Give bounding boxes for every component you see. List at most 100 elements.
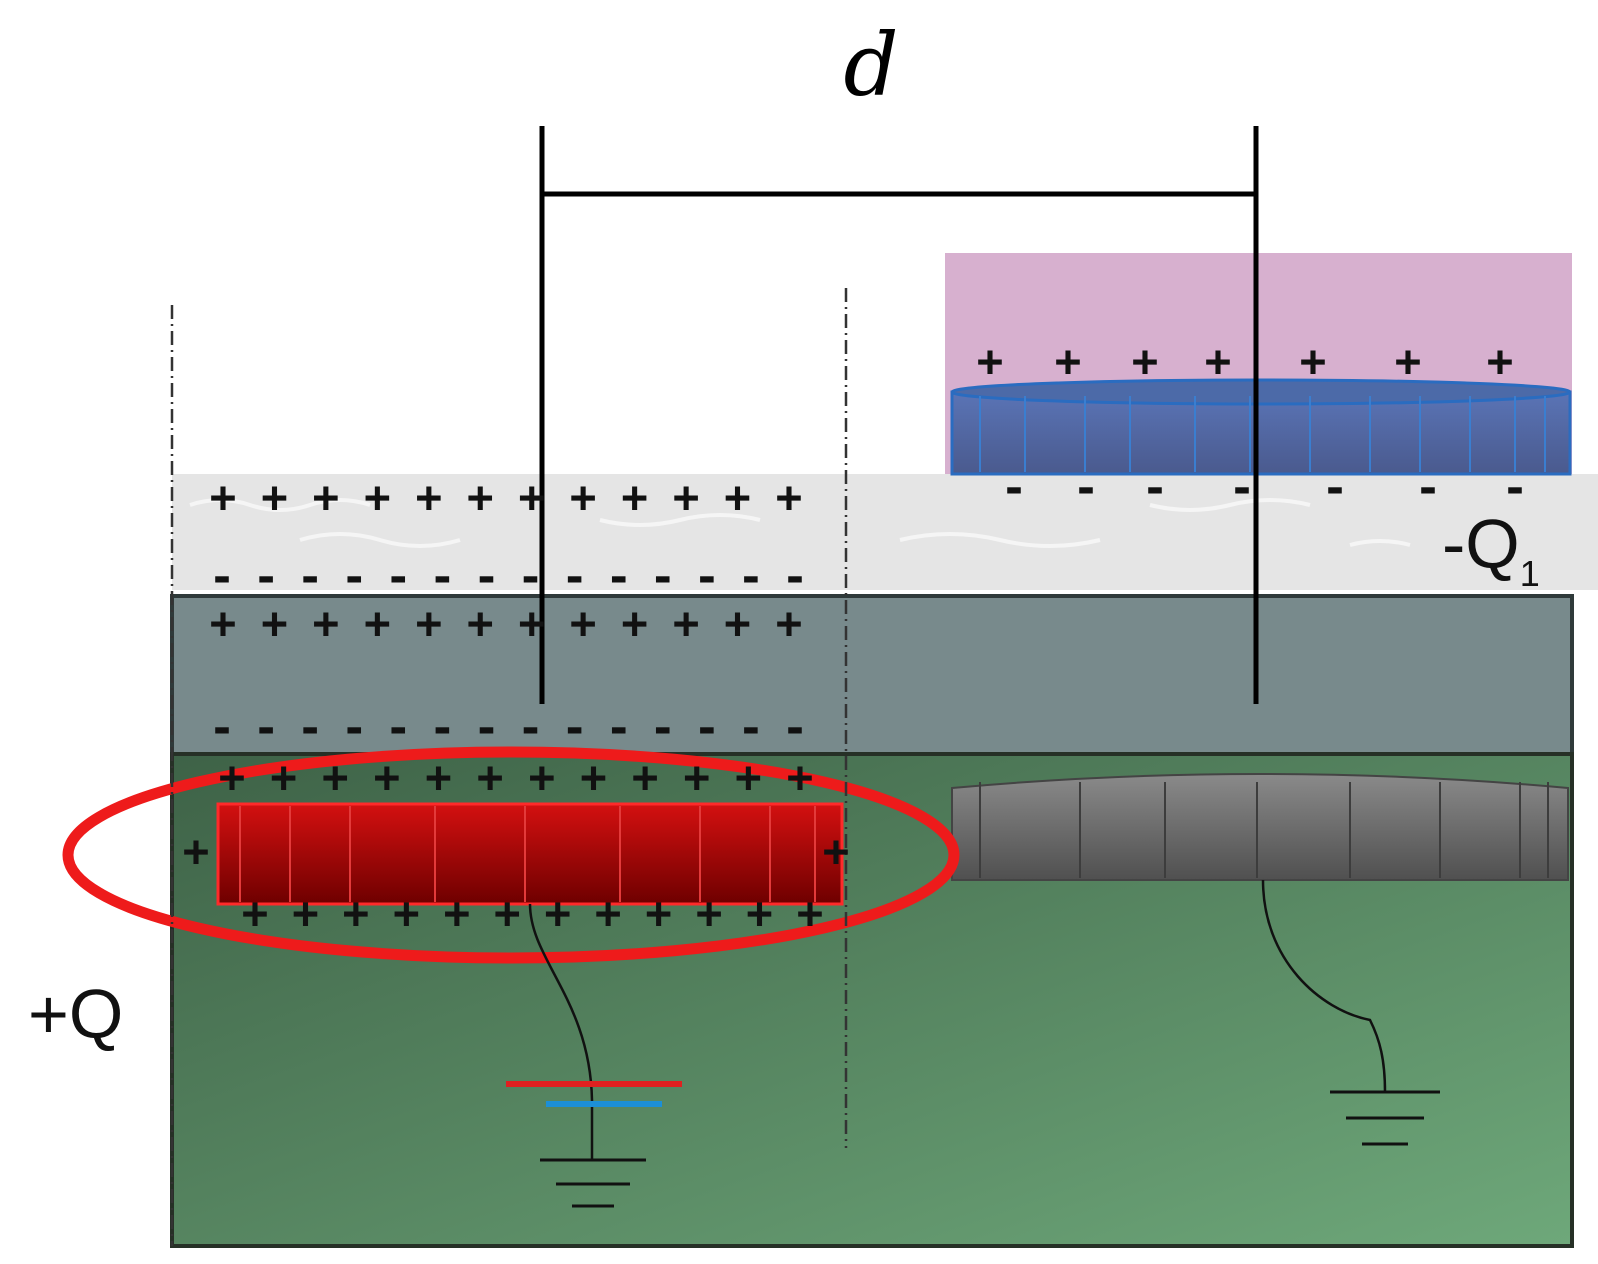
ground-wire-left <box>528 903 594 1160</box>
plus-sign: + <box>797 888 824 939</box>
plus-sign: + <box>270 752 297 803</box>
plus-sign: + <box>322 752 349 803</box>
minus-sign: - <box>561 703 588 754</box>
minus-sign: - <box>429 703 456 754</box>
minus-sign: - <box>517 552 544 603</box>
minus-sign: - <box>782 552 809 603</box>
plus-sign: + <box>364 472 391 523</box>
minus-sign: - <box>385 703 412 754</box>
ground-symbol-left <box>506 1081 682 1208</box>
plus-sign: + <box>518 472 545 523</box>
plus-sign: + <box>977 336 1004 387</box>
plus-sign: + <box>219 752 246 803</box>
minus-sign: - <box>429 552 456 603</box>
minus-sign: - <box>297 703 324 754</box>
minus-sign: - <box>297 552 324 603</box>
distance-marker <box>539 126 1259 704</box>
plus-sign: + <box>746 888 773 939</box>
plus-sign: + <box>313 472 340 523</box>
plus-sign: + <box>595 888 622 939</box>
plus-sign: + <box>364 598 391 649</box>
minus-sign: - <box>1073 463 1100 514</box>
red-electrode <box>216 802 844 906</box>
highlight-ellipse <box>62 746 960 964</box>
plus-sign: + <box>444 888 471 939</box>
minus-sign: - <box>650 703 677 754</box>
plus-sign: + <box>242 888 269 939</box>
minus-sign: - <box>1415 463 1442 514</box>
minus-sign: - <box>738 703 765 754</box>
plus-sign: + <box>673 598 700 649</box>
minus-sign: - <box>473 552 500 603</box>
minus-sign: - <box>473 703 500 754</box>
plus-sign: + <box>1205 336 1232 387</box>
plus-sign: + <box>696 888 723 939</box>
minus-sign: - <box>650 552 677 603</box>
minus-sign: - <box>1142 463 1169 514</box>
minus-sign: - <box>341 552 368 603</box>
ground-symbol-right <box>1330 1090 1440 1146</box>
minus-sign: - <box>694 552 721 603</box>
plus-sign: + <box>261 472 288 523</box>
plus-sign: + <box>416 472 443 523</box>
plus-sign: + <box>183 826 210 877</box>
plus-sign: + <box>210 472 237 523</box>
plus-sign: + <box>544 888 571 939</box>
minus-sign: - <box>253 703 280 754</box>
charge-label-right-main: -Q <box>1442 505 1520 583</box>
minus-sign: - <box>738 552 765 603</box>
plus-sign: + <box>580 752 607 803</box>
charge-signs: ++++++++++++--------------++++++++++++--… <box>183 336 1529 939</box>
minus-sign: - <box>1322 463 1349 514</box>
minus-sign: - <box>1502 463 1529 514</box>
plus-sign: + <box>261 598 288 649</box>
minus-sign: - <box>253 552 280 603</box>
plus-sign: + <box>313 598 340 649</box>
plus-sign: + <box>292 888 319 939</box>
plus-sign: + <box>570 598 597 649</box>
surface-layer <box>172 474 1598 590</box>
plus-sign: + <box>425 752 452 803</box>
minus-sign: - <box>385 552 412 603</box>
plus-sign: + <box>1300 336 1327 387</box>
minus-sign: - <box>561 552 588 603</box>
plus-sign: + <box>494 888 521 939</box>
charge-label-right: -Q1 <box>1442 505 1540 594</box>
plus-sign: + <box>787 752 814 803</box>
plus-sign: + <box>518 598 545 649</box>
plus-sign: + <box>735 752 762 803</box>
plus-sign: + <box>529 752 556 803</box>
plus-sign: + <box>477 752 504 803</box>
plus-sign: + <box>416 598 443 649</box>
plus-sign: + <box>724 472 751 523</box>
plus-sign: + <box>467 598 494 649</box>
plus-sign: + <box>343 888 370 939</box>
distance-label: d <box>843 16 898 116</box>
minus-sign: - <box>341 703 368 754</box>
gray-electrode <box>951 773 1569 881</box>
minus-sign: - <box>209 552 236 603</box>
charge-label-left: +Q <box>28 975 123 1053</box>
plus-sign: + <box>645 888 672 939</box>
plus-sign: + <box>1395 336 1422 387</box>
plus-sign: + <box>1487 336 1514 387</box>
plus-sign: + <box>673 472 700 523</box>
plus-sign: + <box>1132 336 1159 387</box>
plus-sign: + <box>776 598 803 649</box>
minus-sign: - <box>694 703 721 754</box>
plus-sign: + <box>467 472 494 523</box>
plus-sign: + <box>621 472 648 523</box>
minus-sign: - <box>1001 463 1028 514</box>
minus-sign: - <box>605 552 632 603</box>
plus-sign: + <box>1055 336 1082 387</box>
plus-sign: + <box>570 472 597 523</box>
plus-sign: + <box>374 752 401 803</box>
minus-sign: - <box>517 703 544 754</box>
surface-texture <box>189 498 1411 548</box>
plus-sign: + <box>776 472 803 523</box>
minus-sign: - <box>782 703 809 754</box>
plus-sign: + <box>683 752 710 803</box>
blue-electrode <box>950 378 1572 476</box>
